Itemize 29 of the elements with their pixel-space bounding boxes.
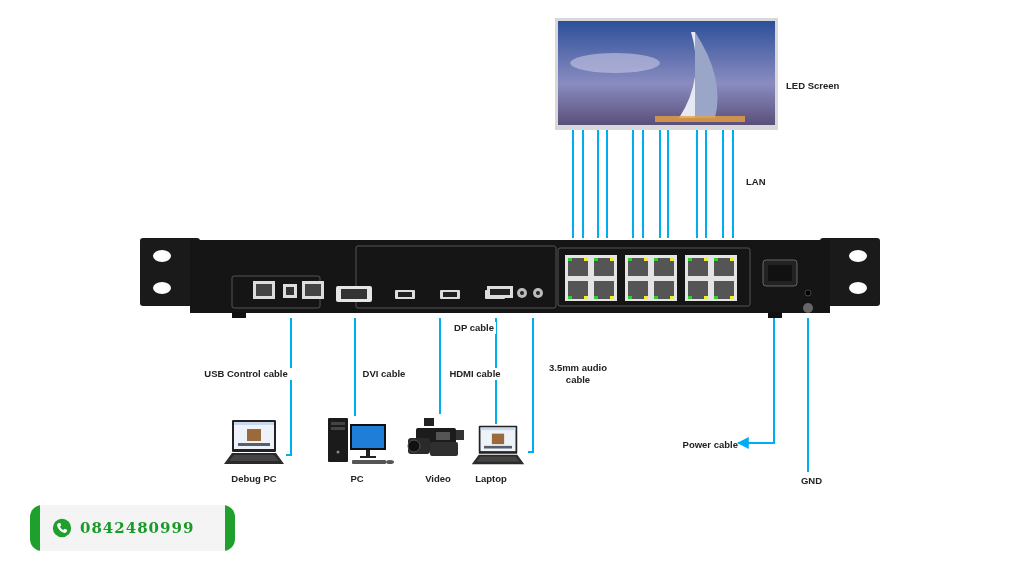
cable-line [495,317,497,425]
device-caption: PC [350,473,364,484]
cable-line [582,129,584,239]
node-label: Power cable [682,438,738,450]
cable-line [736,317,775,449]
cable-group-label: LAN [746,176,766,187]
cable-line [696,129,698,239]
cable-line [285,317,292,456]
cable-line [632,129,634,239]
cable-line [722,129,724,239]
cable-line [439,317,441,415]
cable-line [606,129,608,239]
node-label: GND [800,474,822,486]
cable-line [572,129,574,239]
device-caption: Laptop [475,473,507,484]
cable-line [667,129,669,239]
cable-line [732,129,734,239]
device-caption: Video [425,473,451,484]
cable-line [597,129,599,239]
cable-line [642,129,644,239]
cable-line [354,317,356,417]
cable-line [659,129,661,239]
cable-line [527,317,534,453]
device-caption: LED Screen [786,80,840,91]
cable-line [807,317,809,473]
edge-label: DP cable [452,322,496,335]
cable-line [705,129,707,239]
device-caption: Debug PC [231,473,277,484]
phone-number: 0842480999 [80,519,195,537]
